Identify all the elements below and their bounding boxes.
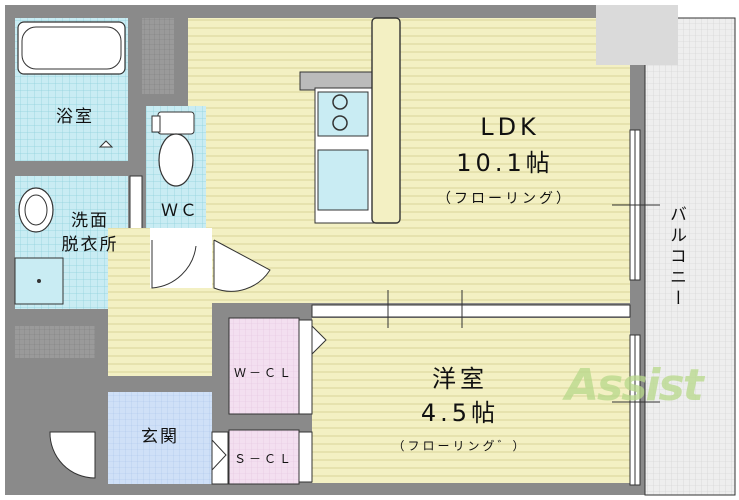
western-room (312, 318, 630, 483)
wc-name: ＷＣ (161, 201, 199, 221)
kitchen (299, 17, 401, 224)
western-size: 4.5帖 (420, 399, 500, 427)
corridor (108, 228, 271, 376)
washroom-line2: 脱衣所 (61, 235, 119, 255)
logo-text: Assist (565, 360, 704, 411)
wc-room (146, 106, 206, 228)
bath-room (15, 18, 128, 161)
ldk-name: LDK (480, 113, 540, 141)
windows (311, 129, 660, 486)
entrance-name: 玄関 (141, 427, 179, 447)
bath-name: 浴室 (56, 107, 94, 127)
wcl-name: Ｗ－ＣＬ (233, 366, 294, 380)
ldk-size: 10.1帖 (456, 149, 554, 177)
ldk-floor: （フローリング） (437, 191, 573, 207)
balcony-name: バルコニー (666, 205, 686, 310)
balcony-area (596, 5, 736, 496)
ldk-room (188, 18, 630, 303)
closets (211, 317, 327, 485)
scl-name: Ｓ－ＣＬ (233, 452, 294, 466)
washroom-line1: 洗面 (71, 211, 109, 231)
shafts (15, 18, 174, 358)
entrance-room (49, 392, 229, 485)
assist-logo: Assist (565, 360, 704, 411)
western-name: 洋室 (432, 365, 488, 393)
western-floor: （フローリング゛） (392, 439, 528, 453)
